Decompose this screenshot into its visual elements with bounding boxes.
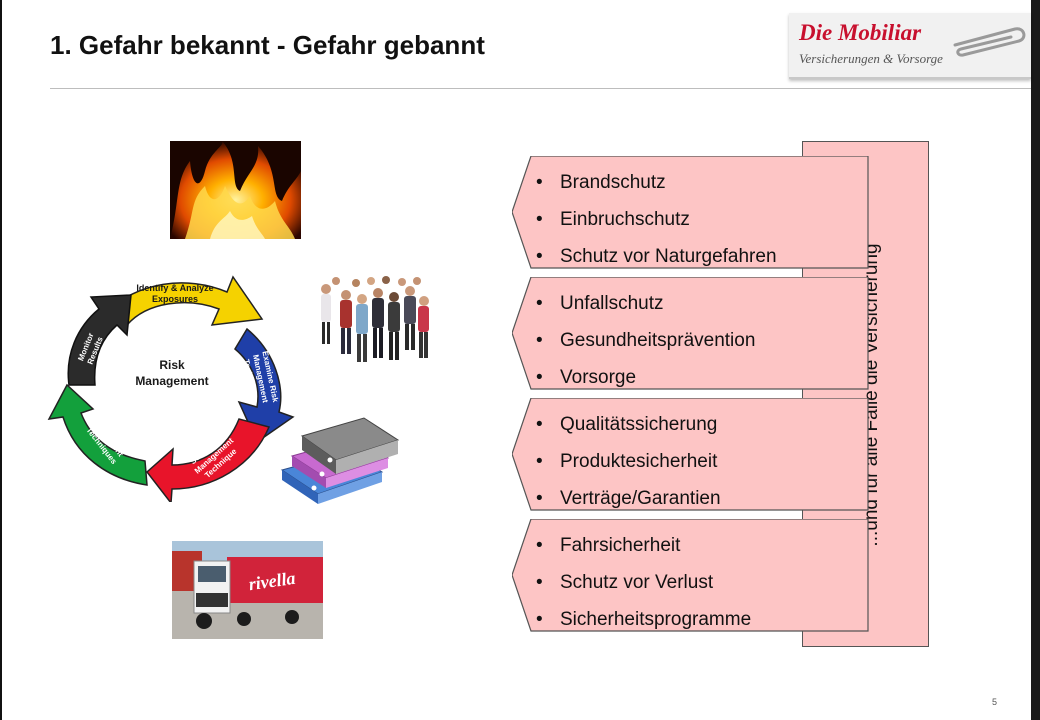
- logo-brand-text: Die Mobiliar: [799, 20, 922, 45]
- cycle-segment-monitor: [67, 294, 132, 386]
- list-item: •Vorsorge: [536, 367, 637, 388]
- slide-left-border: [0, 0, 2, 720]
- list-item: •Brandschutz: [536, 172, 666, 193]
- risk-management-cycle: Identify & Analyze Exposures Examine Ris…: [47, 275, 295, 502]
- cycle-label-identify-1: Identify & Analyze: [136, 283, 213, 293]
- binders-photo: [280, 417, 400, 504]
- list-item: •Qualitätssicherung: [536, 414, 718, 435]
- cycle-center-1: Risk: [159, 358, 185, 372]
- group-box-4: •Fahrsicherheit •Schutz vor Verlust •Sic…: [512, 519, 869, 632]
- mobiliar-logo: Die Mobiliar Versicherungen & Vorsorge: [789, 13, 1031, 79]
- list-item: •Unfallschutz: [536, 293, 664, 314]
- group-box-2: •Unfallschutz •Gesundheitsprävention •Vo…: [512, 277, 869, 390]
- group-box-1: •Brandschutz •Einbruchschutz •Schutz vor…: [512, 156, 869, 269]
- slide-right-border: [1031, 0, 1040, 720]
- list-item: •Einbruchschutz: [536, 209, 690, 230]
- cycle-segment-identify: [105, 275, 264, 326]
- fire-photo: [170, 141, 301, 239]
- people-group-photo: [321, 276, 429, 362]
- list-item: •Verträge/Garantien: [536, 488, 721, 509]
- list-item: •Sicherheitsprogramme: [536, 609, 752, 630]
- title-divider: [50, 88, 1031, 89]
- list-item: •Schutz vor Verlust: [536, 572, 714, 593]
- list-item: •Produktesicherheit: [536, 451, 718, 472]
- logo-subtitle: Versicherungen & Vorsorge: [799, 51, 943, 66]
- cycle-segment-implement: [47, 383, 148, 486]
- list-item: •Schutz vor Naturgefahren: [536, 246, 777, 267]
- slide-title: 1. Gefahr bekannt - Gefahr gebannt: [50, 30, 485, 60]
- cycle-segment-select: [145, 418, 271, 502]
- page-number: 5: [992, 697, 998, 707]
- cycle-center-2: Management: [135, 374, 208, 388]
- cycle-label-identify-2: Exposures: [152, 294, 198, 304]
- list-item: •Fahrsicherheit: [536, 535, 681, 556]
- truck-photo: rivella: [172, 541, 323, 639]
- paperclip-icon: [953, 27, 1026, 57]
- group-box-3: •Qualitätssicherung •Produktesicherheit …: [512, 398, 869, 511]
- list-item: •Gesundheitsprävention: [536, 330, 756, 351]
